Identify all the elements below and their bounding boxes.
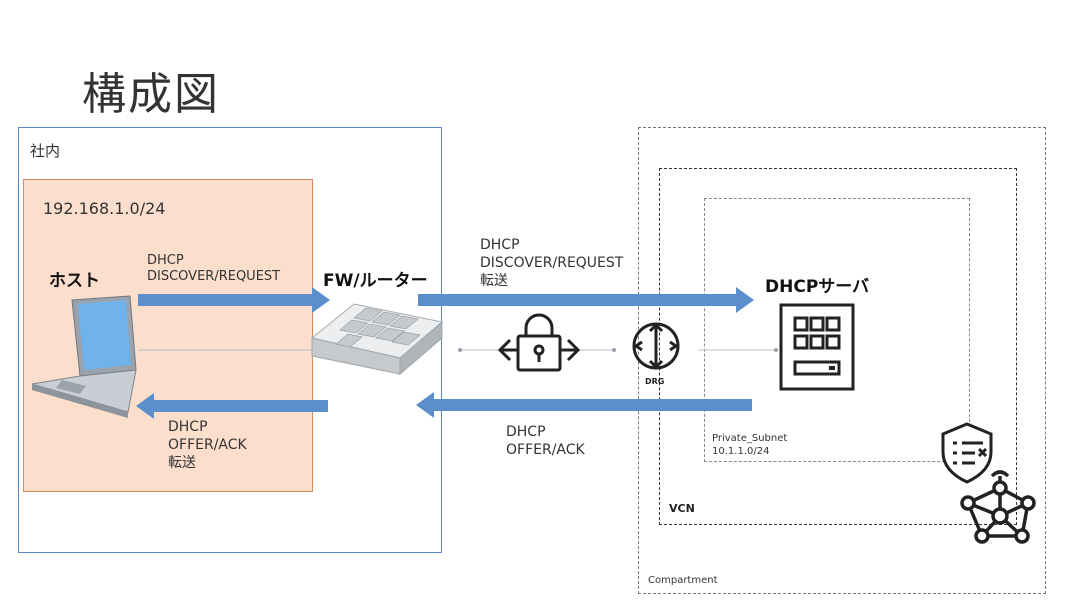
arrow-server-to-fw [416,392,752,418]
drg-icon [632,322,680,370]
page-title: 構成図 [82,69,220,120]
dhcp-server-label: DHCPサーバ [765,277,870,297]
msg-server-to-fw: DHCP OFFER/ACK [506,423,585,459]
office-boundary [18,127,442,553]
msg-line: DHCP [168,419,208,435]
msg-line: OFFER/ACK [506,442,585,458]
msg-host-to-fw: DHCP DISCOVER/REQUEST [147,253,280,285]
subnet-info: Private_Subnet 10.1.1.0/24 [712,432,787,458]
lan-subnet-label: 192.168.1.0/24 [43,199,166,218]
arrow-host-to-fw [138,287,330,313]
msg-line: DISCOVER/REQUEST [147,269,281,284]
msg-line: DHCP [506,424,546,440]
lan-subnet-box [23,179,313,492]
private-subnet-boundary [704,198,970,462]
msg-line: 転送 [480,273,508,289]
msg-line: DHCP [147,253,184,268]
firewall-label: FW/ルーター [323,271,428,291]
vcn-label: VCN [669,502,695,515]
msg-fw-to-server: DHCP DISCOVER/REQUEST 転送 [480,236,623,290]
arrow-fw-to-host [136,393,328,419]
host-label: ホスト [49,271,100,291]
msg-line: 転送 [168,455,196,471]
compartment-label: Compartment [648,575,718,586]
dhcp-server-icon [779,303,855,391]
security-list-icon [941,422,993,484]
msg-line: OFFER/ACK [168,437,247,453]
network-icon [960,470,1036,544]
office-label: 社内 [30,142,61,160]
subnet-cidr: 10.1.1.0/24 [712,446,770,457]
msg-fw-to-host: DHCP OFFER/ACK 転送 [168,418,247,472]
laptop-icon [31,295,137,418]
msg-line: DISCOVER/REQUEST [480,255,624,271]
arrow-fw-to-server [418,287,754,313]
vpn-lock-icon [497,313,581,372]
msg-line: DHCP [480,237,520,253]
vcn-boundary [659,168,1017,525]
drg-label: DRG [645,377,664,386]
firewall-icon [310,303,444,376]
subnet-name: Private_Subnet [712,433,788,444]
